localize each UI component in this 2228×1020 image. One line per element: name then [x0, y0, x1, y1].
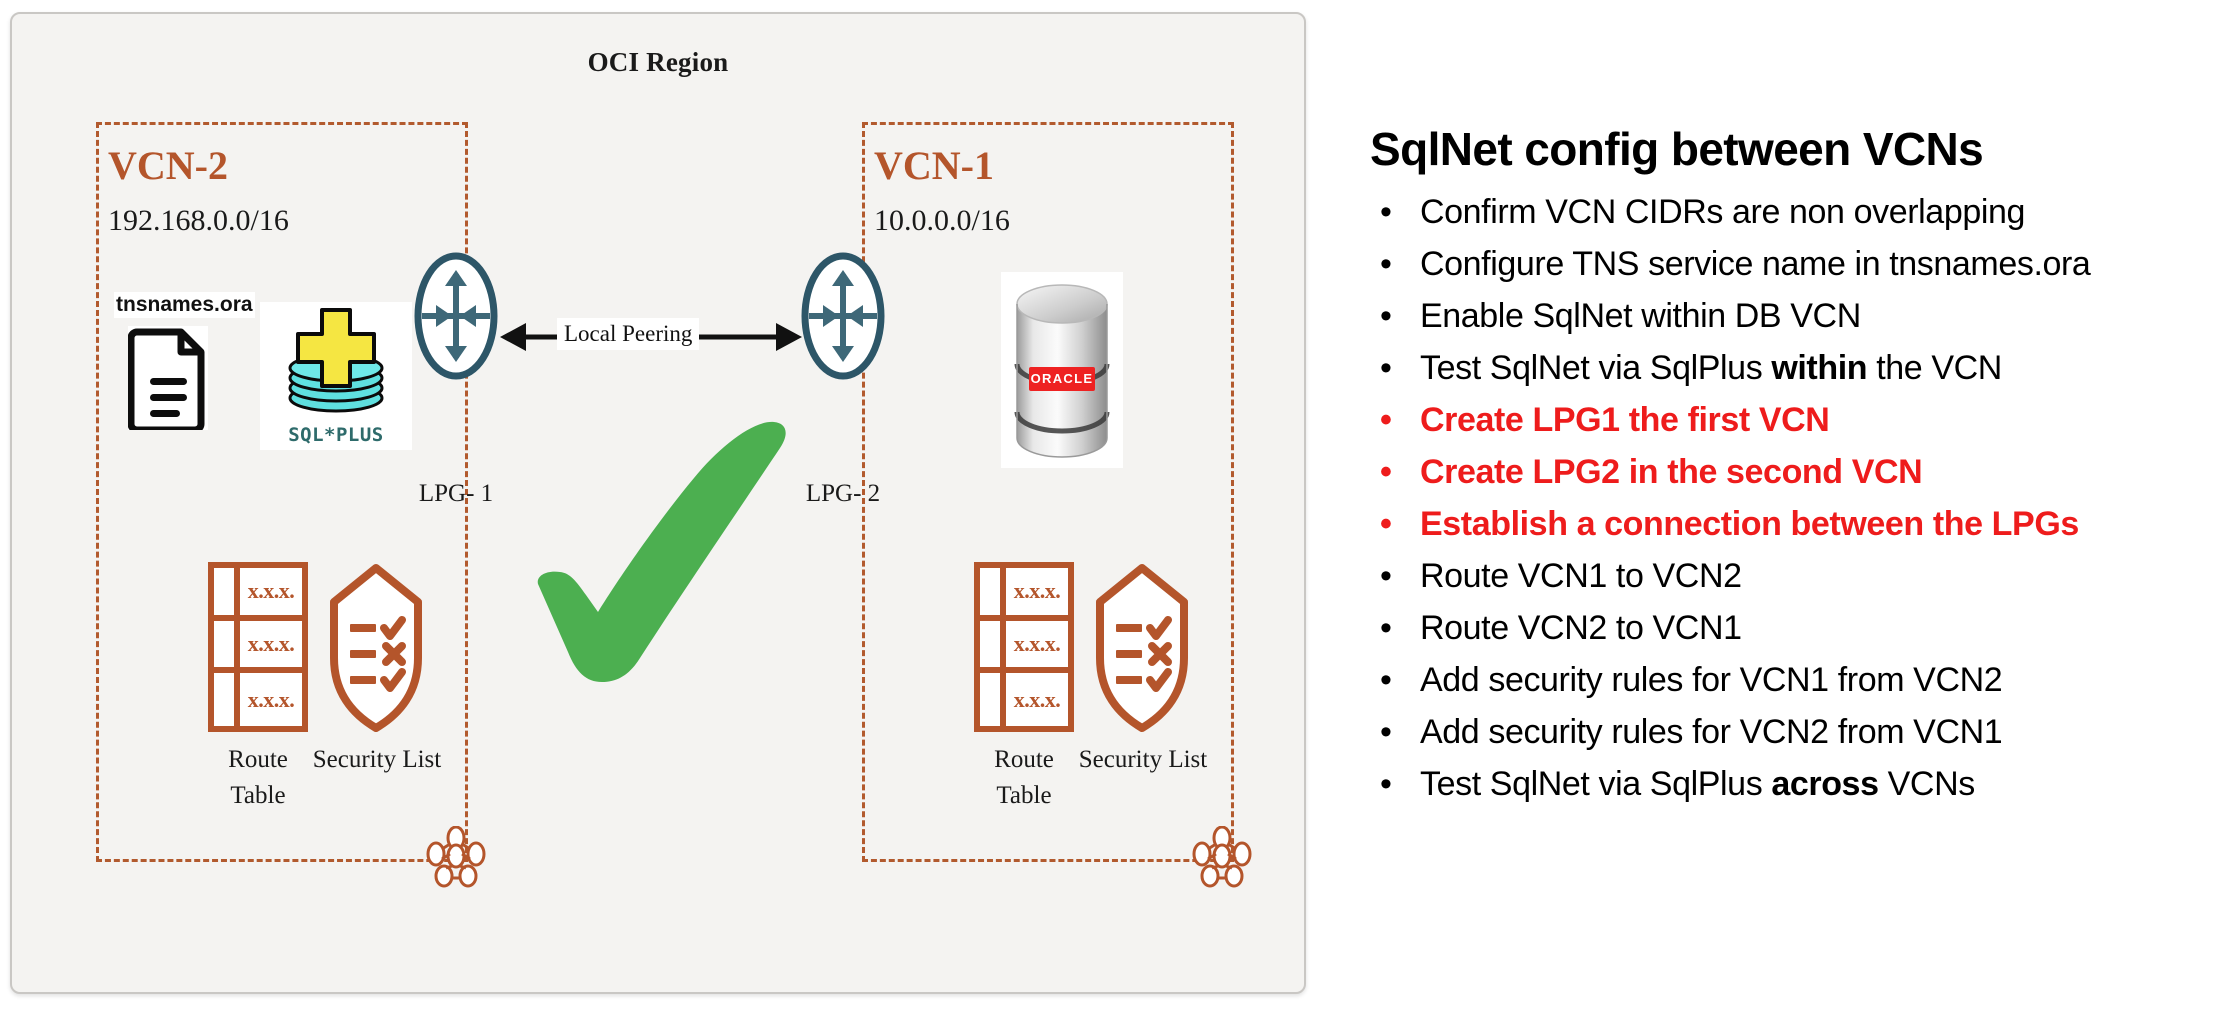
oracle-database-icon: ORACLE: [1001, 272, 1123, 468]
route-cell-blank: [980, 673, 1006, 726]
list-item-text: Test SqlNet via SqlPlus: [1420, 349, 1772, 387]
list-item: • Test SqlNet via SqlPlus across VCNs: [1364, 758, 2224, 810]
route-cell-value: x.x.x.: [1013, 630, 1061, 656]
list-item-text-tail: VCNs: [1878, 765, 1976, 803]
oracle-logo-badge: ORACLE: [1029, 367, 1095, 391]
route-table-caption-line2: Table: [230, 782, 286, 810]
route-table-caption-line2: Table: [996, 782, 1052, 810]
table-row: x.x.x.: [214, 568, 302, 621]
route-table-caption: Route Table: [194, 742, 322, 815]
list-item: • Create LPG1 the first VCN: [1364, 394, 2224, 446]
security-list-caption: Security List: [1078, 746, 1208, 773]
security-list-shield-icon: [328, 562, 424, 734]
table-row: x.x.x.: [980, 568, 1068, 621]
steps-list: • Confirm VCN CIDRs are non overlapping • C…: [1364, 186, 2224, 810]
route-cell-blank: [214, 620, 240, 668]
vcn-2-boundary: [96, 122, 468, 862]
bullet-icon: •: [1380, 193, 1392, 231]
bullet-icon: •: [1380, 557, 1392, 595]
lpg-1-label: LPG- 1: [418, 480, 494, 507]
route-table-icon: x.x.x. x.x.x. x.x.x.: [208, 562, 308, 732]
bullet-icon: •: [1380, 765, 1392, 803]
route-cell-value: x.x.x.: [247, 578, 295, 604]
table-row: x.x.x.: [980, 673, 1068, 726]
route-cell-value: x.x.x.: [247, 630, 295, 656]
vcn-1-cidr: 10.0.0.0/16: [874, 204, 1010, 237]
list-item-text: Establish a connection between the LPGs: [1420, 505, 2079, 543]
bullet-icon: •: [1380, 401, 1392, 439]
list-item-text: Create LPG1 the first VCN: [1420, 401, 1830, 439]
route-cell-blank: [980, 568, 1006, 615]
table-row: x.x.x.: [214, 673, 302, 726]
vcn-2-cidr: 192.168.0.0/16: [108, 204, 289, 237]
list-item-text: Add security rules for VCN2 from VCN1: [1420, 713, 2003, 751]
list-item: • Add security rules for VCN2 from VCN1: [1364, 706, 2224, 758]
document-icon: [127, 326, 208, 434]
list-item-text-tail: the VCN: [1867, 349, 2002, 387]
vcn-2-title: VCN-2: [108, 143, 228, 188]
vcn-1-title: VCN-1: [874, 143, 994, 188]
lpg-2-gateway-icon[interactable]: [801, 252, 885, 380]
steps-panel: SqlNet config between VCNs • Confirm VCN …: [1340, 0, 2228, 1020]
table-row: x.x.x.: [980, 620, 1068, 674]
bullet-icon: •: [1380, 453, 1392, 491]
bullet-icon: •: [1380, 349, 1392, 387]
bullet-icon: •: [1380, 713, 1392, 751]
vcn-network-glyph-icon: [424, 825, 488, 888]
bullet-icon: •: [1380, 297, 1392, 335]
list-item-text: Route VCN1 to VCN2: [1420, 557, 1742, 595]
bullet-icon: •: [1380, 505, 1392, 543]
lpg-2-label: LPG- 2: [805, 480, 881, 507]
route-table-caption: Route Table: [960, 742, 1088, 815]
route-cell-value: x.x.x.: [1013, 578, 1061, 604]
sqlplus-icon: SQL*PLUS: [260, 302, 412, 450]
oci-region-container: OCI Region VCN-2 192.168.0.0/16 VCN-1 10…: [10, 12, 1306, 994]
vcn-1-boundary: [862, 122, 1234, 862]
lpg-1-gateway-icon[interactable]: [414, 252, 498, 380]
route-table-icon: x.x.x. x.x.x. x.x.x.: [974, 562, 1074, 732]
security-list-shield-icon: [1094, 562, 1190, 734]
list-item-text: Test SqlNet via SqlPlus: [1420, 765, 1772, 803]
diagram-panel: OCI Region VCN-2 192.168.0.0/16 VCN-1 10…: [10, 12, 1306, 994]
security-list-caption: Security List: [312, 746, 442, 773]
list-item-text: Create LPG2 in the second VCN: [1420, 453, 1923, 491]
panel-heading: SqlNet config between VCNs: [1370, 123, 1984, 175]
route-cell-value: x.x.x.: [1013, 686, 1061, 712]
list-item: • Configure TNS service name in tnsnames.…: [1364, 238, 2224, 290]
list-item-text: Add security rules for VCN1 from VCN2: [1420, 661, 2003, 699]
list-item: • Enable SqlNet within DB VCN: [1364, 290, 2224, 342]
route-cell-blank: [214, 568, 240, 615]
route-table-caption-line1: Route: [994, 746, 1054, 773]
tnsnames-ora-label: tnsnames.ora: [114, 292, 255, 318]
sqlplus-label: SQL*PLUS: [288, 424, 384, 446]
list-item: • Create LPG2 in the second VCN: [1364, 446, 2224, 498]
bullet-icon: •: [1380, 609, 1392, 647]
list-item-emphasis: across: [1771, 765, 1879, 803]
route-cell-blank: [214, 673, 240, 726]
list-item: • Route VCN1 to VCN2: [1364, 550, 2224, 602]
list-item-text: Route VCN2 to VCN1: [1420, 609, 1742, 647]
oci-region-title: OCI Region: [587, 47, 729, 77]
green-checkmark-icon: [524, 406, 804, 696]
route-cell-value: x.x.x.: [247, 686, 295, 712]
list-item-text: Confirm VCN CIDRs are non overlapping: [1420, 193, 2026, 231]
bullet-icon: •: [1380, 661, 1392, 699]
vcn-network-glyph-icon: [1190, 825, 1254, 888]
route-cell-blank: [980, 620, 1006, 668]
bullet-icon: •: [1380, 245, 1392, 283]
local-peering-label: Local Peering: [557, 318, 700, 350]
list-item: • Add security rules for VCN1 from VCN2: [1364, 654, 2224, 706]
list-item: • Route VCN2 to VCN1: [1364, 602, 2224, 654]
list-item: • Test SqlNet via SqlPlus within the VCN: [1364, 342, 2224, 394]
list-item-text: Configure TNS service name in tnsnames.o…: [1420, 245, 2091, 283]
list-item: • Confirm VCN CIDRs are non overlapping: [1364, 186, 2224, 238]
list-item-emphasis: within: [1771, 349, 1868, 387]
list-item: • Establish a connection between the LPGs: [1364, 498, 2224, 550]
table-row: x.x.x.: [214, 620, 302, 674]
route-table-caption-line1: Route: [228, 746, 288, 773]
list-item-text: Enable SqlNet within DB VCN: [1420, 297, 1861, 335]
